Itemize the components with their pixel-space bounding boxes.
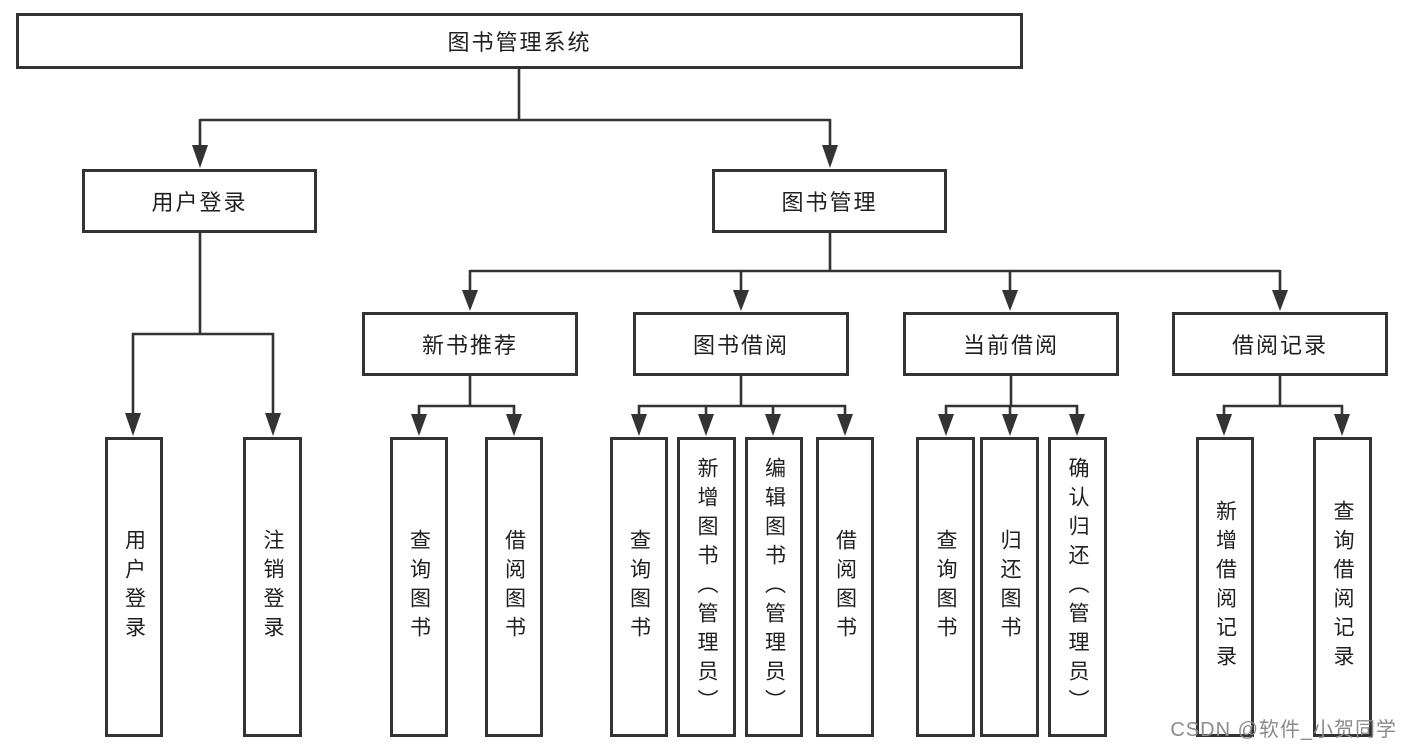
leaf-confirm-return-admin: 确认归还（管理员） xyxy=(1048,437,1107,737)
leaf-query-borrow-record: 查询借阅记录 xyxy=(1313,437,1372,737)
leaf-user-login: 用户登录 xyxy=(105,437,163,737)
leaf-add-book-admin: 新增图书（管理员） xyxy=(677,437,736,737)
node-borrow-records: 借阅记录 xyxy=(1172,312,1388,376)
leaf-add-borrow-record: 新增借阅记录 xyxy=(1196,437,1254,737)
node-new-book-recommend: 新书推荐 xyxy=(362,312,578,376)
leaf-logout: 注销登录 xyxy=(243,437,302,737)
node-book-management: 图书管理 xyxy=(712,169,947,233)
leaf-borrow-books: 借阅图书 xyxy=(816,437,874,737)
leaf-return-book: 归还图书 xyxy=(980,437,1039,737)
node-user-login: 用户登录 xyxy=(82,169,317,233)
leaf-query-books-recommend: 查询图书 xyxy=(390,437,448,737)
node-current-borrow: 当前借阅 xyxy=(903,312,1119,376)
leaf-edit-book-admin: 编辑图书（管理员） xyxy=(745,437,803,737)
node-book-borrow: 图书借阅 xyxy=(633,312,849,376)
node-library-system: 图书管理系统 xyxy=(16,13,1023,69)
leaf-borrow-books-recommend: 借阅图书 xyxy=(485,437,543,737)
csdn-watermark: CSDN @软件_小贺同学 xyxy=(1170,719,1397,741)
leaf-query-books-borrow: 查询图书 xyxy=(610,437,668,737)
leaf-query-books-current: 查询图书 xyxy=(916,437,975,737)
